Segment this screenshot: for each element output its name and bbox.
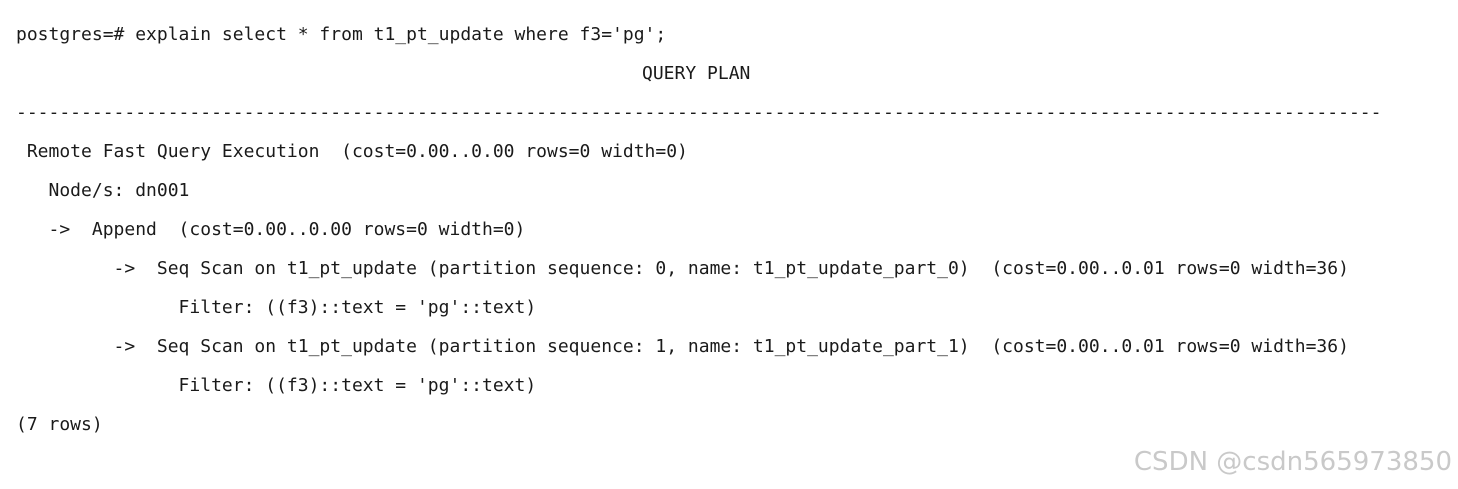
watermark: CSDN @csdn565973850 [1133,447,1452,477]
query-plan-header: QUERY PLAN [642,63,751,84]
plan-line: -> Seq Scan on t1_pt_update (partition s… [16,258,1349,279]
plan-line: Filter: ((f3)::text = 'pg'::text) [16,375,537,396]
plan-line: Node/s: dn001 [16,180,190,201]
row-count: (7 rows) [16,414,103,435]
plan-line: Remote Fast Query Execution (cost=0.00..… [16,141,688,162]
command-line: postgres=# explain select * from t1_pt_u… [16,24,667,45]
header-separator: ----------------------------------------… [16,102,1380,123]
plan-line: -> Append (cost=0.00..0.00 rows=0 width=… [16,219,526,240]
plan-line: -> Seq Scan on t1_pt_update (partition s… [16,336,1349,357]
plan-line: Filter: ((f3)::text = 'pg'::text) [16,297,537,318]
